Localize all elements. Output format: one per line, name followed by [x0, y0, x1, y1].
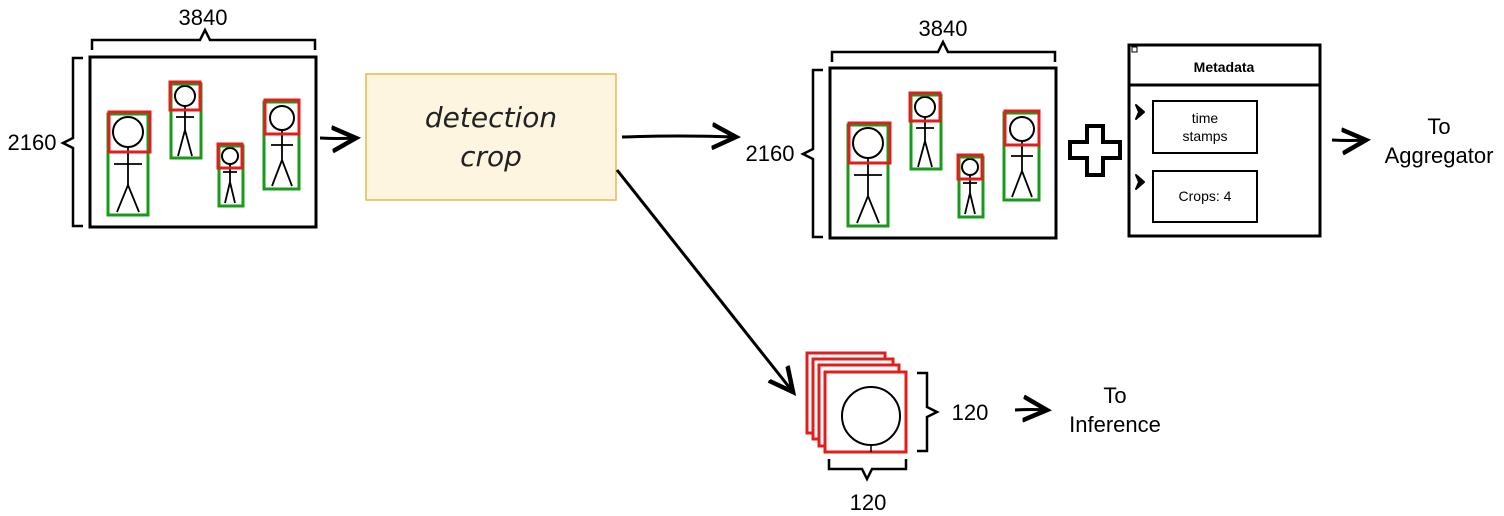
crop-height-brace — [917, 371, 940, 453]
crop-width-brace — [827, 459, 908, 482]
crop-box — [908, 91, 942, 123]
detection-box — [169, 82, 203, 160]
expand-icon — [1135, 104, 1145, 120]
output-width-label: 3840 — [919, 16, 968, 41]
process-label-line2: crop — [460, 140, 522, 173]
input-height-label: 2160 — [8, 130, 57, 155]
arrow-to-aggregator — [1331, 140, 1366, 141]
plus-icon — [1068, 124, 1122, 177]
process-label-line1: detection — [425, 101, 557, 134]
input-person-1 — [106, 110, 152, 217]
collapse-icon — [1131, 46, 1138, 53]
aggregator-label-line2: Aggregator — [1385, 143, 1494, 168]
metadata-item-timestamps — [1152, 100, 1258, 154]
output-height-label: 2160 — [746, 141, 795, 166]
input-person-4 — [262, 98, 301, 191]
metadata-item-crops — [1152, 170, 1258, 223]
crop-box — [1003, 109, 1041, 147]
detection-box — [106, 112, 150, 217]
detection-box — [846, 123, 890, 228]
input-height-brace — [60, 56, 83, 228]
metadata-item-label: time — [1192, 110, 1219, 126]
metadata-panel: Metadata time stamps Crops: 4 — [1127, 43, 1322, 238]
detection-box — [262, 100, 301, 191]
output-frame: 3840 2160 — [746, 16, 1058, 240]
input-person-2 — [168, 80, 203, 160]
metadata-title: Metadata — [1194, 59, 1255, 75]
input-frame: 3840 2160 — [8, 5, 318, 229]
input-width-brace — [90, 27, 317, 50]
crop-box — [216, 142, 244, 170]
crop-box — [168, 80, 202, 112]
crop-box — [847, 121, 892, 165]
metadata-item-label: stamps — [1182, 128, 1227, 144]
output-width-brace — [830, 39, 1057, 62]
detection-box — [1002, 111, 1041, 202]
output-person-1 — [846, 121, 892, 228]
aggregator-label-line1: To — [1427, 114, 1450, 139]
arrow-input-to-process — [319, 138, 356, 139]
crop-box — [263, 98, 301, 136]
output-person-4 — [1002, 109, 1041, 202]
crop-width-label: 120 — [850, 490, 887, 515]
output-person-3 — [956, 153, 985, 219]
detection-box — [957, 155, 985, 219]
expand-icon — [1135, 174, 1145, 190]
arrow-process-to-output — [621, 136, 736, 137]
inference-label-line2: Inference — [1069, 412, 1161, 437]
input-person-3 — [216, 142, 245, 208]
crop-box — [956, 153, 984, 181]
metadata-item-label: Crops: 4 — [1179, 188, 1232, 204]
inference-label-line1: To — [1103, 383, 1126, 408]
arrow-to-inference — [1014, 410, 1047, 411]
detection-box — [909, 93, 943, 171]
output-person-2 — [908, 91, 943, 171]
crop-head — [841, 386, 901, 446]
crop-stack: 120 120 — [805, 351, 989, 515]
detection-box — [217, 144, 245, 208]
crop-box — [107, 110, 152, 154]
arrow-process-to-crops — [615, 169, 793, 392]
output-height-brace — [800, 68, 823, 239]
detection-crop-box: detection crop — [365, 73, 617, 201]
input-width-label: 3840 — [179, 5, 228, 30]
crop-height-label: 120 — [952, 400, 989, 425]
